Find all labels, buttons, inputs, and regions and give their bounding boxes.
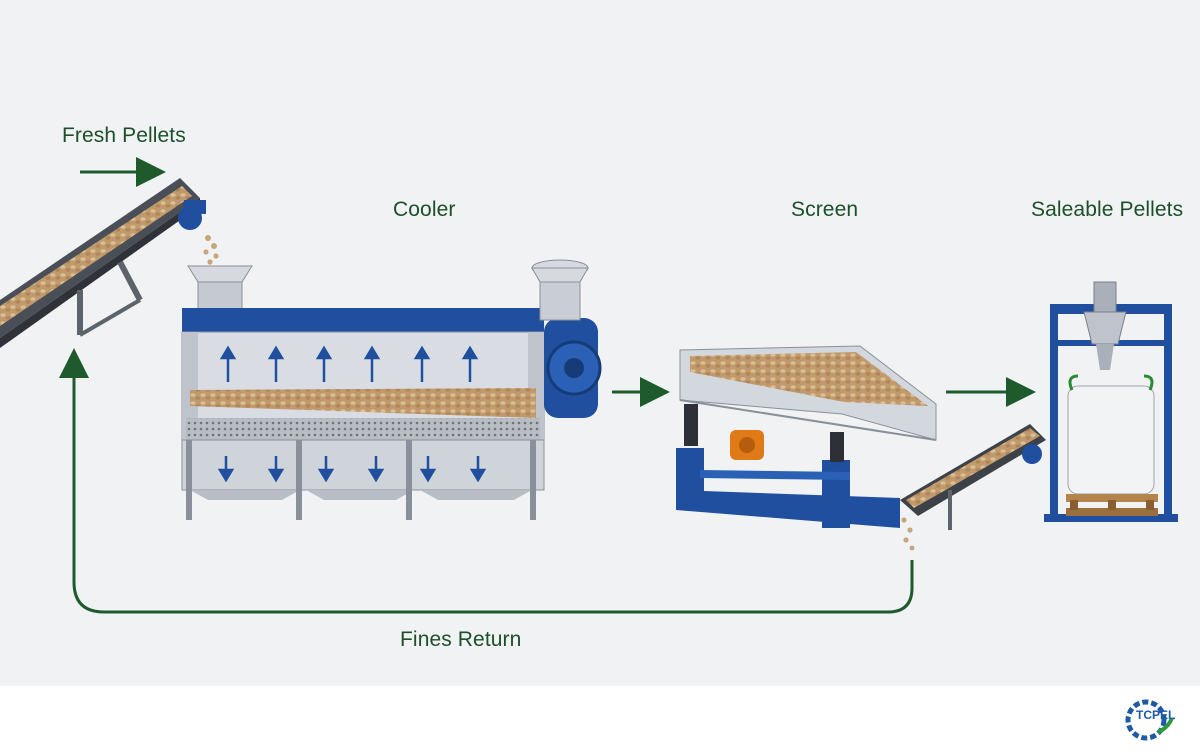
infeed-conveyor [0, 178, 219, 348]
label-saleable-pellets: Saleable Pellets [1031, 198, 1184, 221]
label-fines-return: Fines Return [400, 628, 522, 651]
tcpel-logo [1125, 699, 1174, 741]
bagging-station [1044, 281, 1178, 522]
airflow-up-arrows [219, 345, 479, 382]
outfeed-conveyor [900, 424, 1046, 530]
vibrating-screen [676, 345, 937, 551]
outfeed-motor-icon [1022, 444, 1042, 464]
label-screen: Screen [791, 198, 859, 221]
label-cooler: Cooler [393, 198, 456, 221]
label-fresh-pellets: Fresh Pellets [62, 124, 186, 147]
airflow-down-arrows [217, 456, 487, 483]
bulk-bag-icon [1067, 385, 1155, 495]
cooler-machine [181, 259, 602, 520]
fines-return-arrow [59, 348, 914, 614]
logo-text: TCPEL [1136, 708, 1176, 722]
